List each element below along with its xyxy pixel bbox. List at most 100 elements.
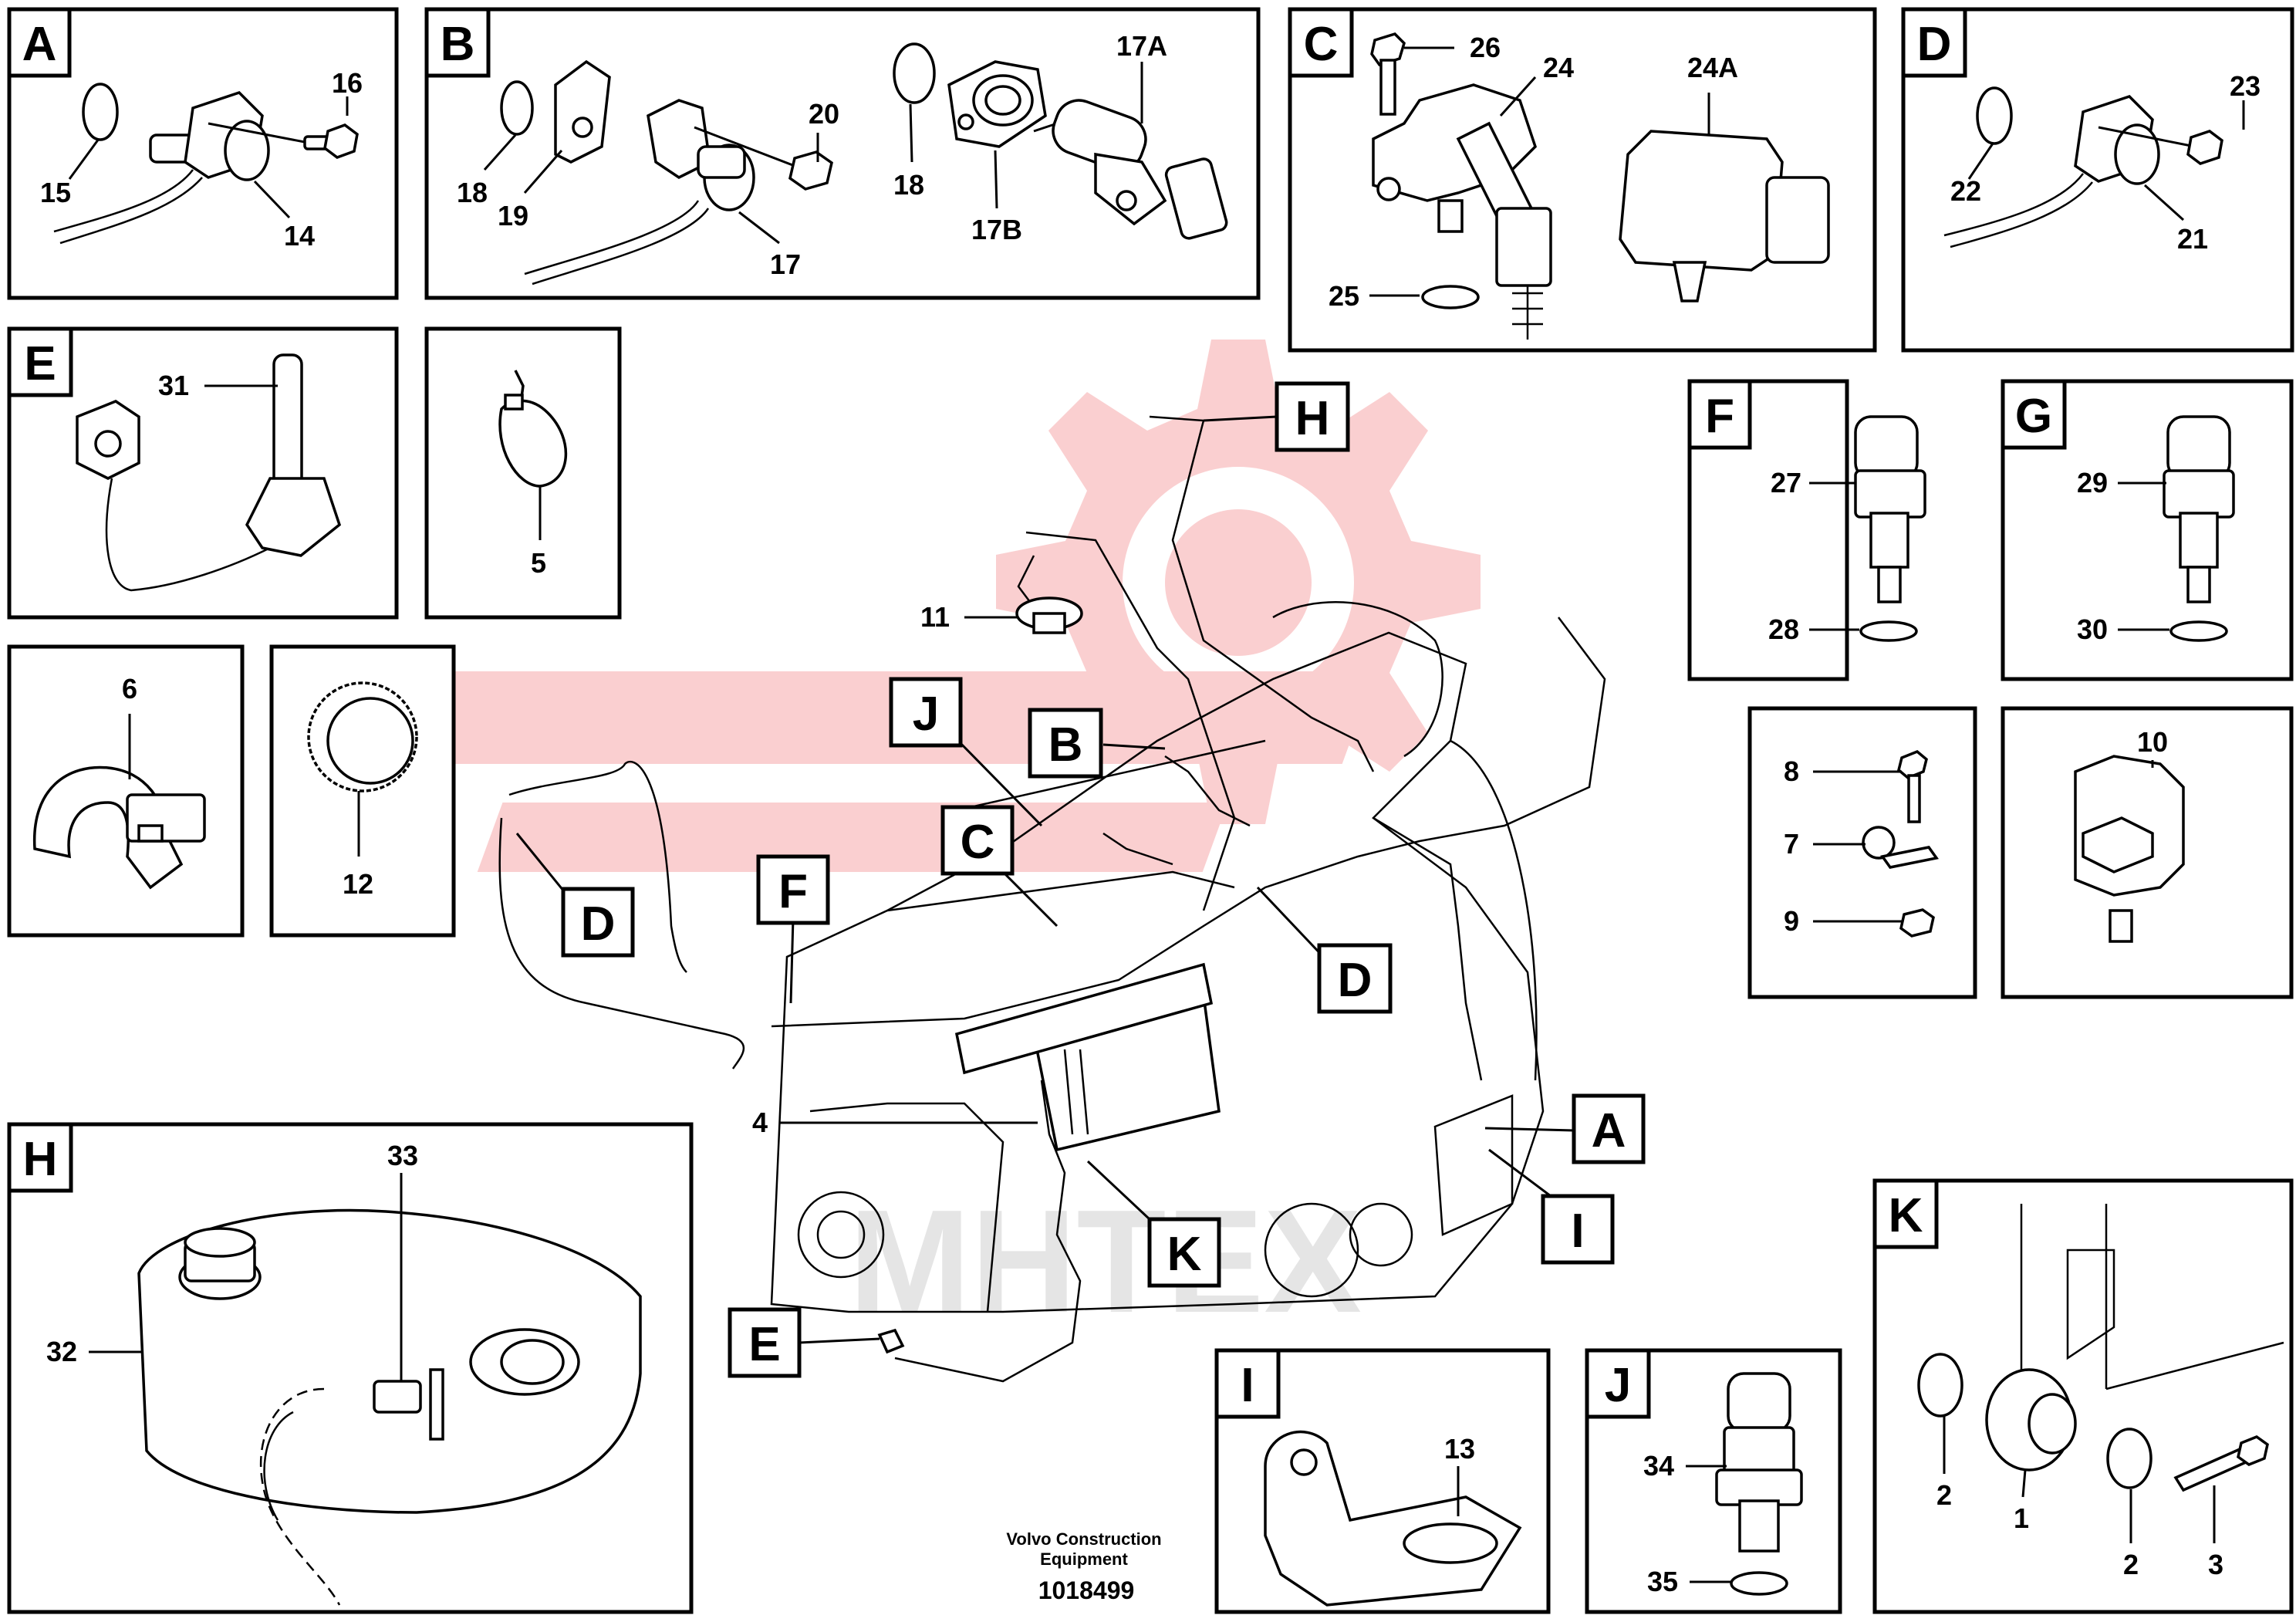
label-34: 34 bbox=[1643, 1450, 1674, 1482]
brand-line-1: Volvo Construction bbox=[1006, 1529, 1161, 1549]
label-17a: 17A bbox=[1116, 30, 1167, 62]
panel-bracket-10: 10 bbox=[2001, 706, 2294, 999]
label-8: 8 bbox=[1784, 755, 1799, 787]
panel-letter: I bbox=[1241, 1359, 1254, 1412]
label-31: 31 bbox=[158, 370, 189, 401]
label-25: 25 bbox=[1329, 280, 1359, 312]
panel-letter: A bbox=[22, 18, 57, 71]
svg-text:D: D bbox=[1338, 954, 1373, 1007]
mounting-damper-1 bbox=[1917, 1353, 2269, 1492]
panel-letter: C bbox=[1304, 18, 1339, 71]
sensor-11 bbox=[1015, 555, 1083, 634]
callout-c: C bbox=[940, 805, 1059, 928]
sensor-24a bbox=[1619, 130, 1830, 302]
svg-text:A: A bbox=[1592, 1104, 1626, 1157]
label-30: 30 bbox=[2077, 613, 2108, 645]
label-3: 3 bbox=[2208, 1549, 2223, 1580]
panel-letter: K bbox=[1889, 1189, 1923, 1242]
label-7: 7 bbox=[1784, 828, 1799, 860]
callout-k: K bbox=[1086, 1160, 1221, 1288]
bracket-13 bbox=[1264, 1430, 1522, 1607]
panel-e: E 31 bbox=[7, 326, 399, 620]
svg-text:J: J bbox=[913, 688, 939, 741]
cable-tie-5 bbox=[498, 370, 568, 488]
speed-sensor-14 bbox=[53, 83, 359, 245]
panel-j: J 34 35 bbox=[1585, 1348, 1842, 1614]
label-23: 23 bbox=[2230, 70, 2261, 102]
label-18: 18 bbox=[457, 177, 488, 208]
panel-g: G 29 30 bbox=[2001, 379, 2294, 681]
callout-h: H bbox=[1203, 381, 1350, 452]
panel-clip-7-8-9: 8 7 9 bbox=[1747, 706, 1977, 999]
callout-d-right: D bbox=[1256, 886, 1393, 1014]
temperature-sensor-27 bbox=[1854, 415, 1926, 603]
label-17: 17 bbox=[770, 248, 801, 280]
svg-text:B: B bbox=[1048, 718, 1083, 772]
label-35: 35 bbox=[1647, 1566, 1678, 1597]
label-24: 24 bbox=[1543, 52, 1574, 83]
label-29: 29 bbox=[2077, 467, 2108, 498]
label-18b: 18 bbox=[893, 169, 924, 201]
sensor-24 bbox=[1372, 83, 1552, 340]
panel-b: B 20 18 19 17 18 17B bbox=[424, 7, 1261, 300]
label-4: 4 bbox=[752, 1107, 768, 1138]
callout-b: B bbox=[1028, 708, 1166, 779]
panel-letter: G bbox=[2015, 390, 2052, 443]
svg-text:E: E bbox=[748, 1318, 780, 1371]
label-20: 20 bbox=[809, 98, 839, 130]
label-27: 27 bbox=[1771, 467, 1801, 498]
panel-letter: H bbox=[23, 1133, 58, 1186]
callout-d-left: D bbox=[515, 833, 635, 958]
svg-text:H: H bbox=[1295, 392, 1330, 445]
o-ring-18 bbox=[893, 42, 936, 104]
panel-k: K 2 1 2 3 bbox=[1872, 1178, 2294, 1614]
label-10: 10 bbox=[2137, 726, 2168, 758]
label-21: 21 bbox=[2177, 223, 2208, 255]
label-28: 28 bbox=[1768, 613, 1799, 645]
panel-d: D 23 22 21 bbox=[1901, 7, 2294, 353]
panel-a: A 16 15 14 bbox=[7, 7, 399, 300]
svg-text:K: K bbox=[1167, 1228, 1202, 1281]
panel-letter: E bbox=[24, 337, 56, 390]
label-15: 15 bbox=[40, 177, 71, 208]
watermark-text: MHTEX bbox=[849, 1180, 1362, 1343]
panel-cable-tie: 5 bbox=[424, 326, 622, 620]
label-6: 6 bbox=[122, 673, 137, 705]
adapter-17b bbox=[947, 60, 1047, 148]
panel-letter: B bbox=[441, 18, 475, 71]
panel-clamp-6: 6 bbox=[7, 644, 245, 938]
label-9: 9 bbox=[1784, 905, 1799, 937]
panel-ring-12: 12 bbox=[269, 644, 456, 938]
callout-f: F bbox=[756, 854, 830, 1004]
callout-i: I bbox=[1488, 1148, 1615, 1265]
label-2b: 2 bbox=[2123, 1549, 2139, 1580]
coolant-tank-32 bbox=[137, 1208, 642, 1606]
label-17b: 17B bbox=[971, 214, 1022, 245]
label-2a: 2 bbox=[1936, 1479, 1952, 1511]
callout-j: J bbox=[889, 677, 1043, 827]
svg-text:F: F bbox=[778, 865, 808, 918]
svg-text:C: C bbox=[961, 816, 995, 869]
label-33: 33 bbox=[387, 1140, 418, 1171]
svg-text:D: D bbox=[581, 897, 616, 951]
watermark-gear-logo bbox=[400, 340, 1481, 872]
label-11: 11 bbox=[920, 601, 950, 633]
panel-c: C 26 24 25 24A bbox=[1288, 7, 1877, 353]
temperature-sensor-29 bbox=[2163, 415, 2235, 603]
sensor-34 bbox=[1715, 1372, 1803, 1553]
panel-letter: D bbox=[1917, 18, 1952, 71]
panel-letter: J bbox=[1605, 1359, 1631, 1412]
callout-e: E bbox=[728, 1307, 880, 1378]
footer: Volvo Construction Equipment 1018499 bbox=[1006, 1529, 1161, 1604]
label-22: 22 bbox=[1950, 175, 1981, 207]
label-26: 26 bbox=[1470, 32, 1501, 63]
label-19: 19 bbox=[498, 200, 528, 231]
bolt-26 bbox=[1370, 32, 1406, 116]
panel-letter: F bbox=[1705, 390, 1734, 443]
label-32: 32 bbox=[46, 1336, 77, 1367]
label-1: 1 bbox=[2014, 1502, 2029, 1534]
label-5: 5 bbox=[531, 547, 546, 579]
panel-i: I 13 bbox=[1214, 1348, 1551, 1614]
label-12: 12 bbox=[343, 868, 373, 900]
